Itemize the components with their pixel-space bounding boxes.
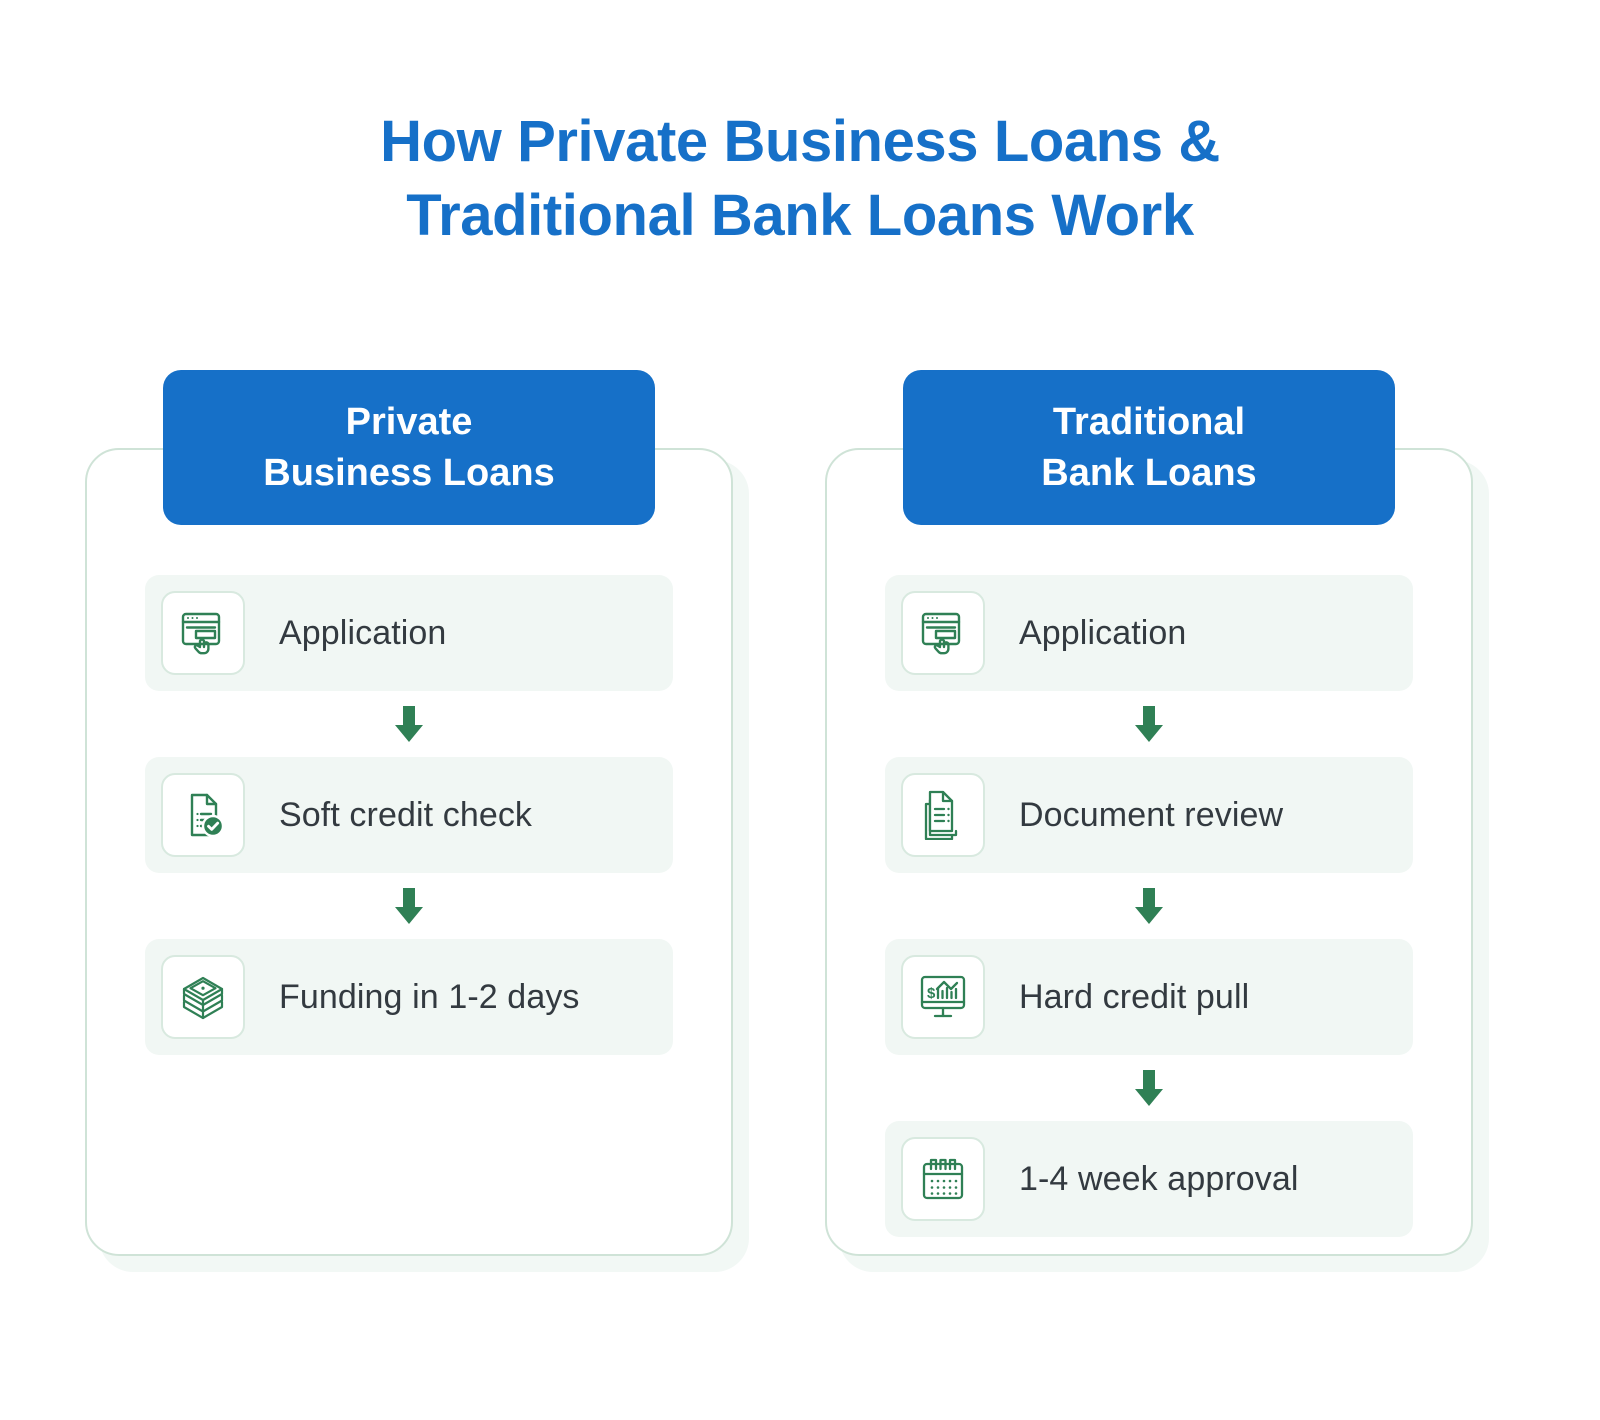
page-title-line-1: How Private Business Loans & [380,109,1220,174]
step-row[interactable]: Soft credit check [145,757,673,873]
browser-form-click-icon [161,591,245,675]
step-row[interactable]: Funding in 1-2 days [145,939,673,1055]
step-list: Application [145,575,673,1055]
cash-stack-icon [161,955,245,1039]
card-tab-line-1: Private [345,400,473,443]
arrow-down-icon [145,691,673,757]
step-list: Application [885,575,1413,1237]
arrow-down-icon [885,873,1413,939]
arrow-down-icon [145,873,673,939]
step-label: 1-4 week approval [1019,1159,1299,1198]
calendar-icon [901,1137,985,1221]
column-traditional-bank-loans: Traditional Bank Loans [825,370,1489,1272]
step-row[interactable]: Application [145,575,673,691]
step-label: Application [279,613,447,652]
step-label: Soft credit check [279,795,533,834]
card-tab-traditional-bank-loans[interactable]: Traditional Bank Loans [903,370,1395,525]
card-tab-private-business-loans[interactable]: Private Business Loans [163,370,655,525]
card-tab-line-2: Business Loans [263,451,555,494]
document-check-icon [161,773,245,857]
step-row[interactable]: Application [885,575,1413,691]
arrow-down-icon [885,691,1413,757]
browser-form-click-icon [901,591,985,675]
step-row[interactable]: Document review [885,757,1413,873]
page-title-line-2: Traditional Bank Loans Work [406,183,1194,249]
comparison-columns: Private Business Loans [0,370,1600,1290]
svg-text:$: $ [927,985,936,1002]
column-private-business-loans: Private Business Loans [85,370,749,1272]
page-title: How Private Business Loans & Traditional… [0,105,1600,253]
step-label: Hard credit pull [1019,977,1250,1016]
document-stack-icon [901,773,985,857]
monitor-chart-dollar-icon: $ [901,955,985,1039]
step-label: Funding in 1-2 days [279,977,580,1016]
step-label: Application [1019,613,1187,652]
step-row[interactable]: $ Hard credit pull [885,939,1413,1055]
card-tab-line-2: Bank Loans [1041,451,1257,494]
arrow-down-icon [885,1055,1413,1121]
step-row[interactable]: 1-4 week approval [885,1121,1413,1237]
card-tab-line-1: Traditional [1052,400,1246,443]
step-label: Document review [1019,795,1284,834]
